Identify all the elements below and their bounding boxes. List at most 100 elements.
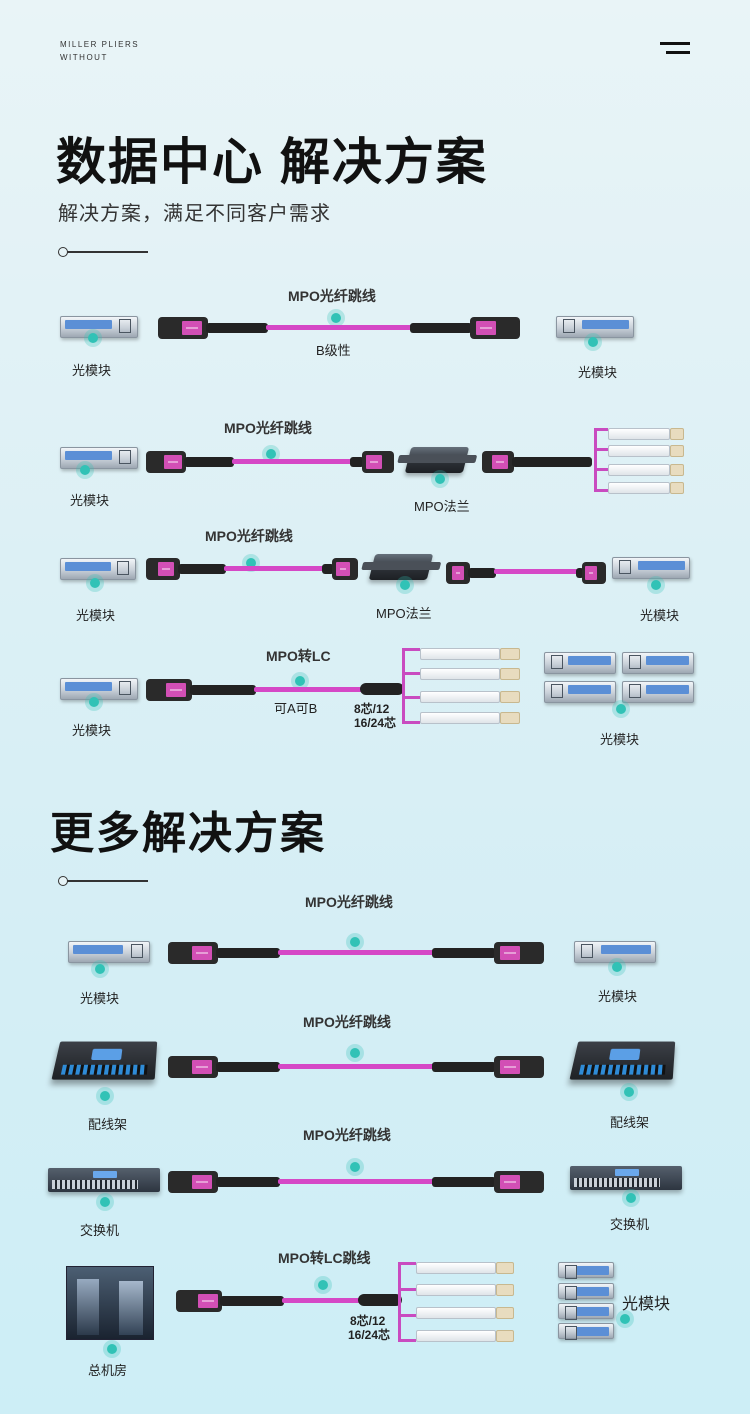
pointer-dot [100, 1197, 110, 1207]
cable-label: MPO光纤跳线 [205, 528, 293, 544]
pointer-dot [616, 704, 626, 714]
breakout-boot [358, 1294, 402, 1306]
section-divider [58, 247, 148, 257]
device-label: 交换机 [80, 1223, 120, 1238]
fiber-cable [224, 566, 326, 571]
cable-label: MPO光纤跳线 [305, 894, 393, 910]
mpo-connector-icon [146, 679, 256, 701]
pointer-dot [624, 1087, 634, 1097]
fiber-cable [282, 1298, 360, 1303]
device-label: 光模块 [76, 608, 116, 623]
device-label: 配线架 [610, 1115, 650, 1130]
fiber-cable [278, 1179, 436, 1184]
pointer-dot [350, 1162, 360, 1172]
pointer-dot [100, 1091, 110, 1101]
pointer-dot [89, 697, 99, 707]
pointer-dot [88, 333, 98, 343]
switch-icon [48, 1168, 160, 1192]
fiber-count-note: 8芯/12 [354, 702, 390, 716]
mpo-connector-icon [432, 1056, 544, 1078]
cable-label: MPO转LC跳线 [278, 1250, 371, 1266]
pointer-dot [266, 449, 276, 459]
sfp-module-icon [622, 652, 694, 674]
menu-icon[interactable] [660, 42, 690, 56]
fiber-count-note: 8芯/12 [350, 1314, 386, 1328]
mpo-connector-icon [322, 558, 358, 580]
fiber-count-note: 16/24芯 [354, 716, 397, 730]
mpo-connector-icon [350, 451, 394, 473]
lc-breakout-icon [594, 428, 690, 494]
sfp-module-icon [60, 447, 138, 469]
device-label: 光模块 [72, 363, 112, 378]
brand-text: MILLER PLIERS WITHOUT [60, 38, 139, 64]
breakout-boot [360, 683, 404, 695]
section-divider [58, 876, 148, 886]
page-subtitle: 解决方案，满足不同客户需求 [58, 203, 331, 225]
mpo-connector-icon [482, 451, 592, 473]
sfp-module-icon [574, 941, 656, 963]
pointer-dot [80, 465, 90, 475]
sfp-module-icon [558, 1303, 614, 1320]
mpo-connector-icon [146, 451, 234, 473]
sfp-module-icon [60, 558, 136, 580]
pointer-dot [350, 937, 360, 947]
adapter-label: MPO法兰 [414, 499, 470, 514]
fiber-cable [254, 687, 362, 692]
sfp-module-icon [60, 678, 138, 700]
pointer-dot [350, 1048, 360, 1058]
mpo-connector-icon [576, 562, 606, 584]
adapter-label: MPO法兰 [376, 606, 432, 621]
sfp-module-icon [544, 681, 616, 703]
switch-icon [570, 1166, 682, 1190]
patch-panel-icon [51, 1041, 158, 1080]
patch-panel-icon [569, 1041, 676, 1080]
device-label: 总机房 [88, 1363, 128, 1378]
mpo-connector-icon [168, 1056, 280, 1078]
sfp-module-icon [558, 1283, 614, 1300]
device-label: 光模块 [622, 1296, 671, 1313]
page-title: 数据中心 解决方案 [56, 134, 488, 190]
sfp-module-icon [68, 941, 150, 963]
pointer-dot [588, 337, 598, 347]
pointer-dot [246, 558, 256, 568]
brand-line-2: WITHOUT [60, 53, 108, 62]
pointer-dot [435, 474, 445, 484]
sfp-module-icon [544, 652, 616, 674]
fiber-cable [494, 569, 578, 574]
device-label: 光模块 [70, 493, 110, 508]
device-label: 光模块 [640, 608, 680, 623]
device-label: 光模块 [80, 991, 120, 1006]
cable-label: MPO转LC [266, 648, 331, 664]
pointer-dot [295, 676, 305, 686]
pointer-dot [651, 580, 661, 590]
pointer-dot [107, 1344, 117, 1354]
lc-breakout-icon [402, 648, 524, 726]
sfp-module-icon [556, 316, 634, 338]
brand-line-1: MILLER PLIERS [60, 40, 140, 49]
device-label: 交换机 [610, 1217, 650, 1232]
fiber-cable [278, 950, 436, 955]
cable-label: MPO光纤跳线 [303, 1014, 391, 1030]
cable-label: MPO光纤跳线 [224, 420, 312, 436]
server-room-icon [66, 1266, 154, 1340]
device-label: 光模块 [598, 989, 638, 1004]
mpo-adapter-icon [368, 554, 434, 580]
mpo-connector-icon [446, 562, 496, 584]
pointer-dot [90, 578, 100, 588]
cable-label: MPO光纤跳线 [288, 288, 376, 304]
fiber-count-note: 16/24芯 [348, 1328, 391, 1342]
pointer-dot [620, 1314, 630, 1324]
sfp-module-icon [622, 681, 694, 703]
fiber-cable [232, 459, 354, 464]
mpo-connector-icon [432, 1171, 544, 1193]
sfp-module-icon [60, 316, 138, 338]
pointer-dot [331, 313, 341, 323]
device-label: 光模块 [72, 723, 112, 738]
cable-note: B级性 [316, 343, 351, 358]
mpo-connector-icon [168, 942, 280, 964]
cable-note: 可A可B [274, 701, 318, 716]
mpo-connector-icon [168, 1171, 280, 1193]
device-label: 配线架 [88, 1117, 128, 1132]
mpo-connector-icon [410, 317, 520, 339]
mpo-adapter-icon [404, 447, 470, 473]
